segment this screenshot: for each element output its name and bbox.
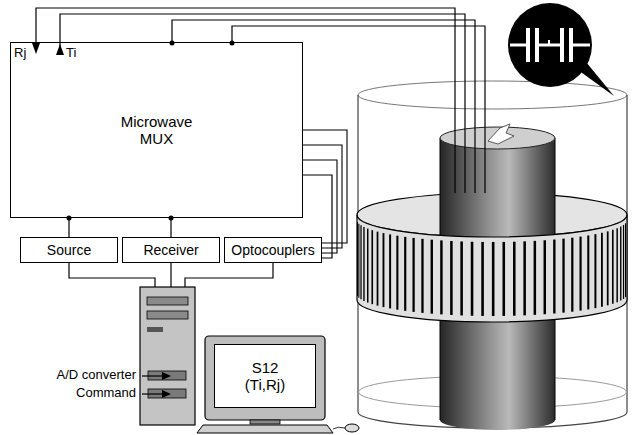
port-dot: [169, 216, 174, 221]
port-label: Ti: [66, 46, 76, 61]
arrowhead: [32, 43, 40, 54]
process-box: Source: [20, 237, 118, 263]
process-box: Receiver: [122, 237, 220, 263]
port-dot: [67, 216, 72, 221]
electrode-band: [357, 215, 627, 322]
electrode-wires: [36, 8, 485, 193]
part-label: A/D converter: [36, 368, 136, 383]
tank: [358, 81, 627, 428]
process-box: Optocouplers: [224, 237, 322, 263]
inset-electrode: [508, 3, 614, 96]
mux-box: Microwave MUX: [10, 42, 303, 218]
part-label: Command: [36, 386, 136, 401]
connector: [170, 218, 171, 237]
computer-monitor: [197, 336, 359, 433]
node-text: (Ti,Rj): [245, 376, 285, 393]
computer-tower: [140, 287, 195, 425]
control-wires: [303, 130, 347, 253]
port-label: Rj: [14, 46, 26, 61]
node-text: Optocouplers: [231, 242, 314, 258]
node-text: Receiver: [143, 242, 198, 258]
connector: [68, 218, 69, 237]
node-text: Microwave MUX: [107, 113, 207, 148]
node-text: S12: [252, 359, 279, 376]
node-text: Source: [47, 242, 91, 258]
computer-wires: [69, 263, 273, 288]
electrode-stripes: [358, 222, 626, 316]
screen: S12(Ti,Rj): [214, 344, 316, 408]
arrowhead: [56, 44, 64, 55]
